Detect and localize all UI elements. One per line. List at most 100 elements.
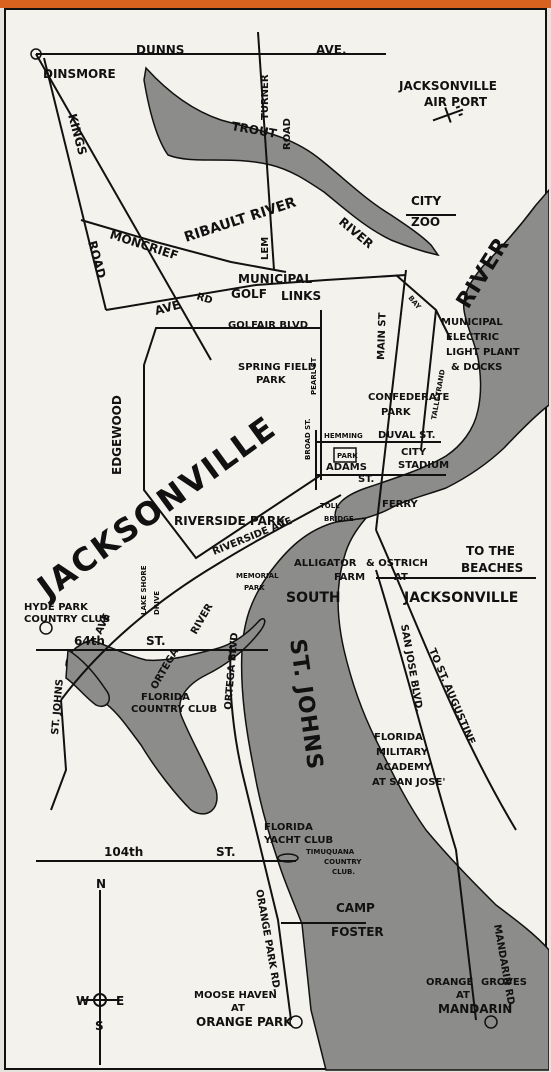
map-frame: DUNNS AVE. DINSMORE JACKSONVILLE AIR POR…	[4, 8, 549, 1071]
top-accent-bar	[0, 0, 551, 8]
to-st-augustine	[375, 529, 517, 831]
label-dunns: DUNNS	[136, 43, 184, 57]
hyde-park-marker	[39, 621, 53, 635]
main-st	[375, 269, 407, 531]
label-city: CITY	[411, 194, 441, 208]
label-electric-1: MUNICIPAL	[441, 317, 503, 328]
label-compass-e: E	[116, 994, 124, 1008]
label-confederate-1: CONFEDERATE	[368, 392, 449, 403]
west-creek	[65, 648, 110, 707]
label-south: SOUTH	[286, 590, 341, 606]
trout-river	[143, 66, 440, 257]
label-memorial-2: PARK	[244, 584, 265, 592]
moose-haven-marker	[289, 1015, 303, 1029]
label-riverside-park: RIVERSIDE PARK	[174, 514, 286, 528]
label-hyde-2: COUNTRY CLUB	[24, 614, 110, 625]
golfair-ave	[105, 274, 407, 311]
turner-road	[257, 31, 275, 271]
label-electric-3: LIGHT PLANT	[446, 347, 520, 358]
label-orange-1: ORANGE	[426, 977, 474, 988]
label-orange-park-rd: ORANGE PARK RD.	[253, 889, 282, 993]
label-timuquana-2: COUNTRY	[324, 858, 362, 866]
label-orange-2: GROVES	[481, 977, 527, 988]
label-memorial-1: MEMORIAL	[236, 572, 279, 580]
roads	[35, 31, 536, 1021]
label-duval: DUVAL ST.	[378, 430, 435, 441]
timuquana-marker	[277, 853, 299, 863]
riverside-ave	[60, 494, 342, 701]
dinsmore-marker	[30, 48, 42, 60]
label-municipal-golf-2: GOLF	[231, 287, 267, 301]
label-ave: AVE	[153, 298, 182, 318]
label-yacht-1: FLORIDA	[264, 822, 313, 833]
label-kings-road: ROAD	[85, 239, 108, 280]
label-electric-4: & DOCKS	[451, 362, 502, 373]
airplane-icon	[432, 105, 464, 123]
label-airport-1: JACKSONVILLE	[398, 79, 497, 93]
label-san-jose-blvd: SAN JOSE BLVD.	[398, 624, 424, 714]
label-moose-3: ORANGE PARK	[196, 1015, 293, 1029]
st-johns-ave	[50, 699, 68, 811]
label-beaches-1: TO THE	[466, 544, 515, 558]
label-ferry: FERRY	[382, 499, 419, 510]
label-hemming: HEMMING	[324, 432, 363, 440]
label-64th-st: ST.	[146, 634, 166, 648]
talleyrand-ave	[420, 309, 437, 451]
label-alligator-2: & OSTRICH	[366, 558, 428, 569]
label-municipal-golf-1: MUNICIPAL	[238, 272, 312, 286]
label-broad: BROAD ST.	[304, 418, 312, 460]
label-golfair: GOLFAIR BLVD	[228, 320, 308, 331]
san-jose-blvd	[375, 569, 477, 1021]
label-links: LINKS	[281, 289, 321, 303]
label-lem: LEM	[260, 237, 271, 260]
label-toll: TOLL	[320, 502, 340, 510]
label-camp-2: FOSTER	[331, 925, 384, 939]
label-florida-cc-2: COUNTRY CLUB	[131, 704, 217, 715]
label-pearl: PEARL ST	[310, 357, 318, 395]
label-compass-w: W	[76, 994, 89, 1008]
label-moncrief: MONCRIEF	[108, 228, 180, 263]
label-zoo: ZOO	[411, 215, 440, 229]
label-alligator-1: ALLIGATOR	[294, 558, 357, 569]
label-compass-s: S	[95, 1019, 104, 1033]
jacksonville-map: DUNNS AVE. DINSMORE JACKSONVILLE AIR POR…	[24, 31, 549, 1071]
ortega-blvd	[229, 644, 292, 1021]
water-bodies	[65, 66, 549, 1071]
label-city-stadium-1: CITY	[401, 447, 427, 458]
kings-road	[43, 57, 107, 311]
label-springfield-1: SPRING FIELD	[238, 362, 316, 373]
compass-icon	[82, 890, 118, 1065]
label-fma-4: AT SAN JOSE'	[372, 777, 445, 788]
label-florida-cc-1: FLORIDA	[141, 692, 190, 703]
label-moose-2: AT	[231, 1003, 245, 1014]
label-ortega-blvd: ORTEGA BLVD	[223, 632, 241, 710]
markers	[30, 48, 498, 1029]
label-alligator-3: FARM	[334, 572, 365, 583]
label-lake-shore-1: LAKE SHORE	[140, 565, 148, 615]
label-dinsmore: DINSMORE	[43, 67, 116, 81]
label-adams: ADAMS	[326, 462, 367, 473]
label-springfield-2: PARK	[256, 375, 287, 386]
label-moose-1: MOOSE HAVEN	[194, 990, 277, 1001]
label-camp-1: CAMP	[336, 901, 375, 915]
label-orange-3: AT	[456, 990, 470, 1001]
label-64th-num: 64th	[74, 634, 105, 648]
label-rd: RD	[195, 291, 214, 306]
label-alligator-4: AT	[394, 572, 408, 583]
label-yacht-2: YACHT CLUB	[263, 835, 333, 846]
hemming-park-box	[333, 447, 357, 463]
label-fma-1: FLORIDA	[374, 732, 423, 743]
label-airport-2: AIR PORT	[424, 95, 488, 109]
label-104th-num: 104th	[104, 845, 143, 859]
label-road: ROAD	[282, 118, 293, 150]
label-orange-4: MANDARIN	[438, 1002, 512, 1016]
label-confederate-2: PARK	[381, 407, 412, 418]
label-timuquana-3: CLUB.	[332, 868, 355, 876]
label-ribault: RIBAULT RIVER	[182, 194, 298, 245]
label-bridge: BRIDGE	[324, 515, 354, 523]
label-city-stadium-2: STADIUM	[398, 460, 449, 471]
label-beaches-2: BEACHES	[461, 561, 523, 575]
label-104th-st: ST.	[216, 845, 236, 859]
label-fma-2: MILITARY	[376, 747, 429, 758]
mandarin-marker	[484, 1015, 498, 1029]
